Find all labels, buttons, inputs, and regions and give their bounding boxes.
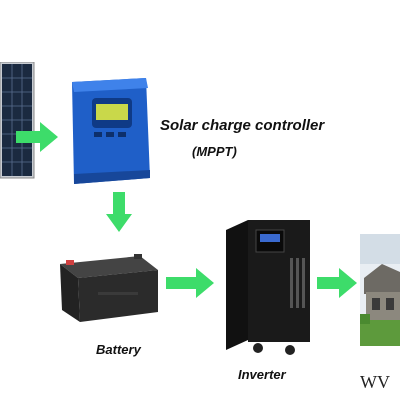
arrow-right-icon [317,268,357,298]
arrow-right-icon [16,122,58,152]
battery-label: Battery [96,342,141,357]
house-photo-icon [360,234,400,346]
watermark-text: WV [360,372,390,392]
controller-label: Solar charge controller [160,117,325,134]
solar-panel-icon [0,62,35,179]
charge-controller-icon [72,78,150,184]
controller-type-label: (MPPT) [192,144,237,159]
arrow-down-icon [106,192,132,232]
inverter-label: Inverter [238,367,286,382]
arrow-right-icon [166,268,214,298]
inverter-icon [226,220,310,355]
battery-icon [60,254,158,322]
